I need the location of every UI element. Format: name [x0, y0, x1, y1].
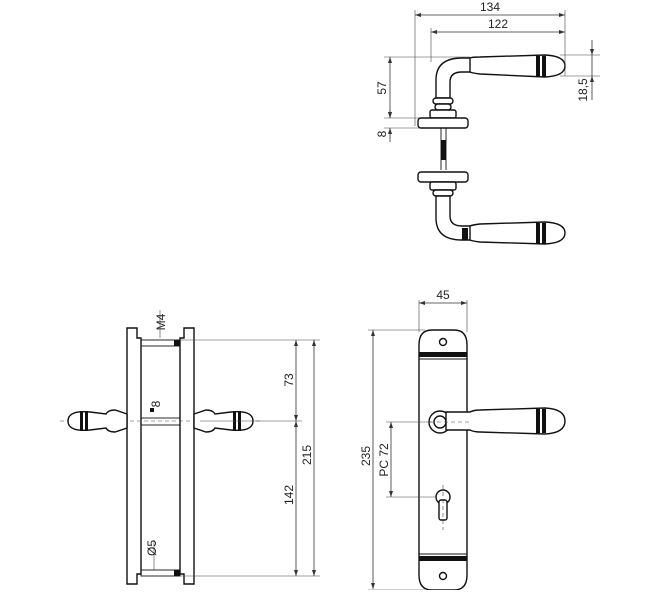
- dim-lever-tip: 18,5: [576, 78, 590, 102]
- dim-center-distance: PC 72: [377, 443, 391, 477]
- front-view: 45 235 PC 72: [359, 288, 566, 591]
- label-spindle-square: 8: [149, 400, 163, 407]
- side-view: M4 8 Ø5 73 142 215: [60, 310, 320, 585]
- dim-rose-thickness: 8: [375, 130, 389, 137]
- dim-total-height: 215: [300, 445, 314, 465]
- dim-plate-height: 235: [359, 446, 373, 466]
- dim-overall-width: 134: [480, 0, 500, 14]
- top-view: 134 122 57 8 18,5: [375, 0, 600, 245]
- label-screw-thread: M4: [154, 313, 168, 330]
- dim-plate-width: 45: [436, 288, 450, 302]
- dim-upper-to-spindle: 73: [282, 373, 296, 387]
- dim-lever-height: 57: [375, 81, 389, 95]
- label-screw-diameter: Ø5: [145, 540, 159, 556]
- dim-lever-width: 122: [488, 17, 508, 31]
- dim-spindle-to-bottom: 142: [282, 485, 296, 505]
